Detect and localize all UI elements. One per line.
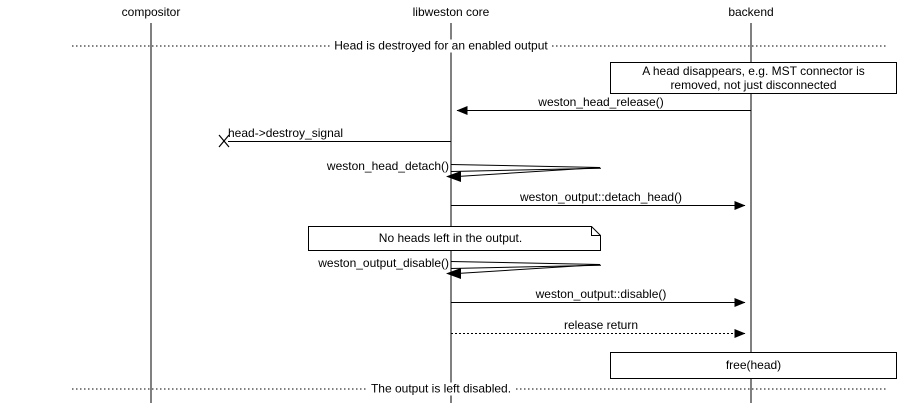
message-label-weston-head-release: weston_head_release() (538, 95, 664, 109)
message-label-weston-output-disable-backend: weston_output::disable() (535, 287, 667, 301)
message-label-release-return: release return (563, 318, 639, 332)
note-no-heads-left-box (308, 226, 601, 251)
actor-label-libweston-core: libweston core (412, 5, 490, 19)
separator-label-top: Head is destroyed for an enabled output (331, 39, 551, 53)
note-no-heads-left-fold-icon (591, 226, 601, 236)
note-free-head-box (610, 352, 897, 379)
note-text-no-heads-left: No heads left in the output. (378, 231, 523, 245)
note-text-free-head: free(head) (725, 358, 782, 372)
message-label-weston-output-detach-head: weston_output::detach_head() (519, 190, 683, 204)
self-message-weston-output-disable-arrowhead (446, 268, 461, 279)
actor-label-backend: backend (728, 5, 774, 19)
self-message-weston-head-detach-arrowhead (446, 171, 461, 182)
message-label-head-destroy-signal: head->destroy_signal (228, 126, 344, 140)
note-head-disappears-box (610, 62, 897, 94)
self-message-weston-head-detach (450, 164, 602, 177)
actor-label-compositor: compositor (121, 5, 181, 19)
message-label-weston-head-detach: weston_head_detach() (326, 159, 449, 173)
self-message-weston-output-disable (450, 261, 602, 274)
message-label-weston-output-disable: weston_output_disable() (318, 256, 449, 270)
x-marker-icon (218, 134, 230, 148)
separator-label-bottom: The output is left disabled. (367, 382, 515, 396)
note-text-head-disappears: A head disappears, e.g. MST connector is… (642, 64, 865, 92)
